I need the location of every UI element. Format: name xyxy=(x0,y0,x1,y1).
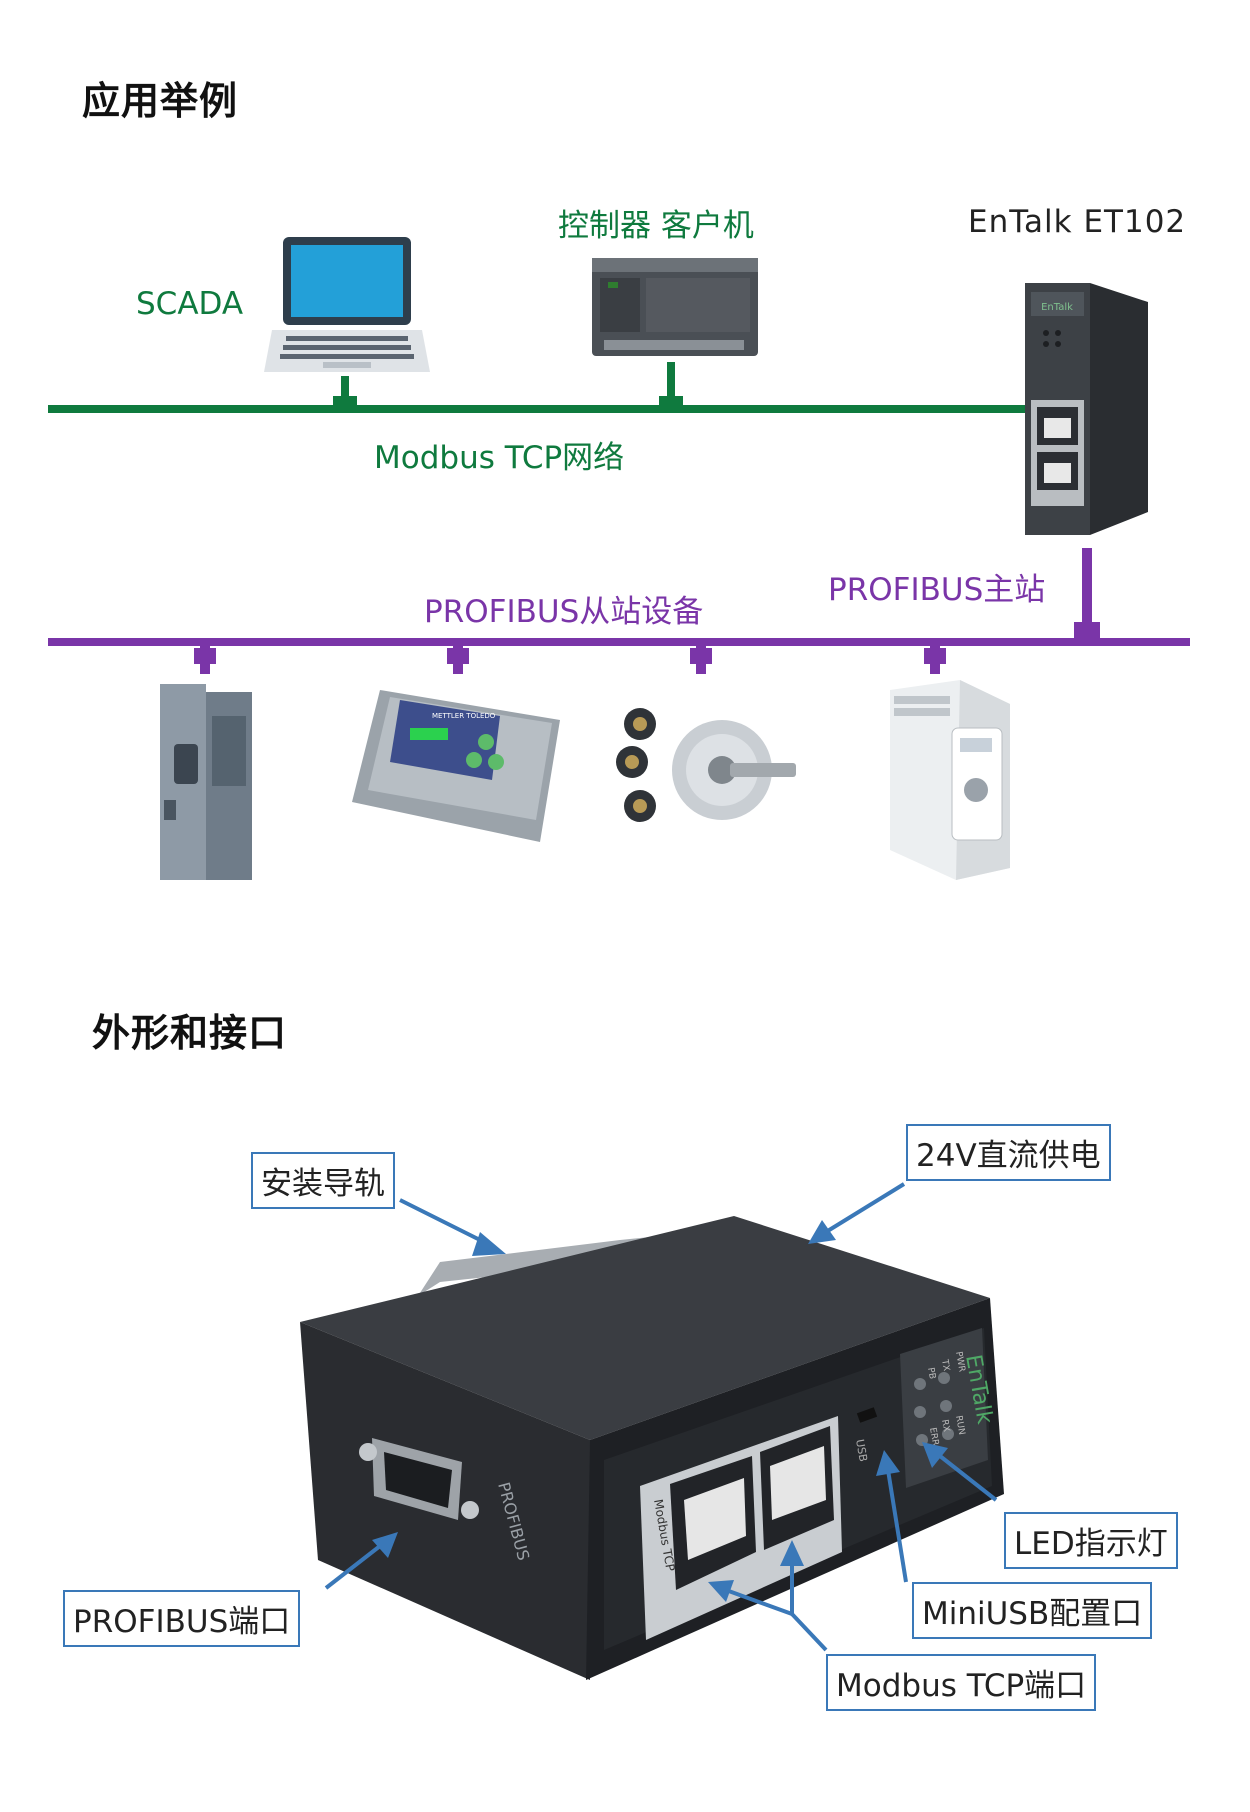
usb-label: USB xyxy=(853,1438,870,1463)
label-product: EnTalk ET102 xyxy=(968,204,1187,240)
weighing-terminal-icon: METTLER TOLEDO xyxy=(352,690,560,842)
network-diagram: EnTalk METTLER TOLEDO xyxy=(48,237,1190,880)
master-drop xyxy=(1082,548,1092,642)
label-scada: SCADA xyxy=(136,286,244,322)
io-module-icon xyxy=(160,684,252,880)
led-tx-label: TX xyxy=(939,1358,951,1372)
rotary-encoder-icon xyxy=(616,708,796,822)
led-pwr-label: PWR xyxy=(953,1351,966,1373)
callout-led: LED指示灯 xyxy=(1004,1512,1178,1569)
led-err-label: ERR xyxy=(927,1427,940,1447)
label-profibus-master: PROFIBUS主站 xyxy=(828,572,1046,608)
led-rx-label: RX xyxy=(939,1419,951,1433)
section-title-appearance: 外形和接口 xyxy=(92,1011,288,1055)
controller-tap xyxy=(667,362,675,410)
label-profibus-slaves: PROFIBUS从站设备 xyxy=(424,594,704,630)
callout-modbus-port: Modbus TCP端口 xyxy=(826,1654,1097,1711)
slave-taps xyxy=(194,642,946,674)
led-pb-label: PB xyxy=(925,1367,937,1380)
scale-brand-text: METTLER TOLEDO xyxy=(432,712,496,720)
callout-profibus-port: PROFIBUS端口 xyxy=(63,1590,301,1647)
frequency-drive-icon xyxy=(890,680,1010,880)
section-title-application: 应用举例 xyxy=(82,79,239,123)
callout-power: 24V直流供电 xyxy=(906,1124,1111,1181)
plc-controller-icon xyxy=(592,258,758,356)
led-run-label: RUN xyxy=(953,1415,966,1436)
callout-din-rail: 安装导轨 xyxy=(251,1152,395,1209)
callout-miniusb: MiniUSB配置口 xyxy=(912,1582,1153,1639)
label-controller-client: 控制器 客户机 xyxy=(558,208,754,244)
scada-tap xyxy=(341,376,349,410)
entalk-gateway-icon: EnTalk xyxy=(1025,283,1148,535)
db9-connector-icon xyxy=(359,1438,479,1520)
laptop-icon xyxy=(264,237,430,372)
label-modbus-network: Modbus TCP网络 xyxy=(374,440,625,476)
gateway-brand-text: EnTalk xyxy=(1041,302,1073,313)
